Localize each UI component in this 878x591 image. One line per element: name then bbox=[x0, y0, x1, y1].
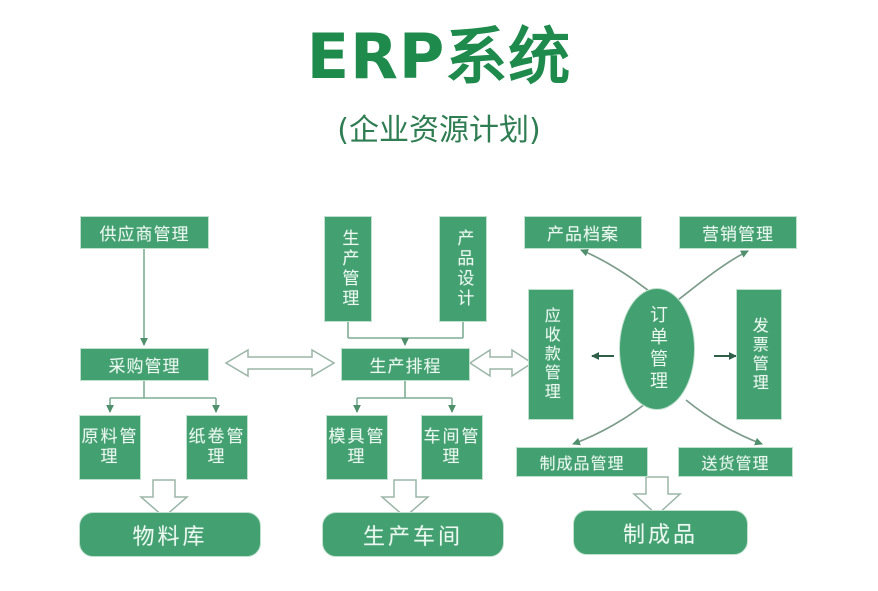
node-supplier-management[interactable]: 供应商管理 bbox=[80, 216, 209, 249]
connector-purchasing-split bbox=[106, 381, 220, 413]
page-title: ERP系统 bbox=[306, 20, 572, 93]
node-delivery-management[interactable]: 送货管理 bbox=[678, 447, 793, 477]
node-invoice-management[interactable]: 发票管理 bbox=[736, 289, 782, 420]
node-production-management[interactable]: 生产管理 bbox=[324, 216, 372, 322]
node-mold-management[interactable]: 模具管理 bbox=[326, 415, 388, 480]
connector-scheduling-split bbox=[353, 381, 456, 413]
connector-scheduling-receivables-link bbox=[468, 348, 534, 378]
node-order-management[interactable]: 订单管理 bbox=[619, 288, 695, 410]
node-production-workshop[interactable]: 生产车间 bbox=[322, 512, 504, 557]
connector-production-merge bbox=[347, 322, 464, 346]
node-purchasing-management[interactable]: 采购管理 bbox=[80, 348, 209, 381]
node-paper-roll-management[interactable]: 纸卷管理 bbox=[186, 415, 248, 480]
node-product-design[interactable]: 产品设计 bbox=[439, 216, 487, 322]
connector-purchasing-scheduling-link bbox=[224, 348, 336, 378]
node-receivables-management[interactable]: 应收款管理 bbox=[528, 289, 574, 420]
node-workshop-management[interactable]: 车间管理 bbox=[421, 415, 483, 480]
node-raw-material-management[interactable]: 原料管理 bbox=[79, 415, 141, 480]
node-marketing-management[interactable]: 营销管理 bbox=[679, 216, 797, 249]
node-finished-goods[interactable]: 制成品 bbox=[573, 510, 748, 555]
node-finished-goods-management[interactable]: 制成品管理 bbox=[516, 447, 648, 477]
connector-order-to-finished-goods-mgmt bbox=[572, 399, 651, 446]
node-material-warehouse[interactable]: 物料库 bbox=[79, 512, 261, 557]
node-product-archive[interactable]: 产品档案 bbox=[524, 216, 642, 249]
node-production-scheduling[interactable]: 生产排程 bbox=[341, 348, 470, 381]
page-subtitle: (企业资源计划) bbox=[337, 113, 541, 148]
